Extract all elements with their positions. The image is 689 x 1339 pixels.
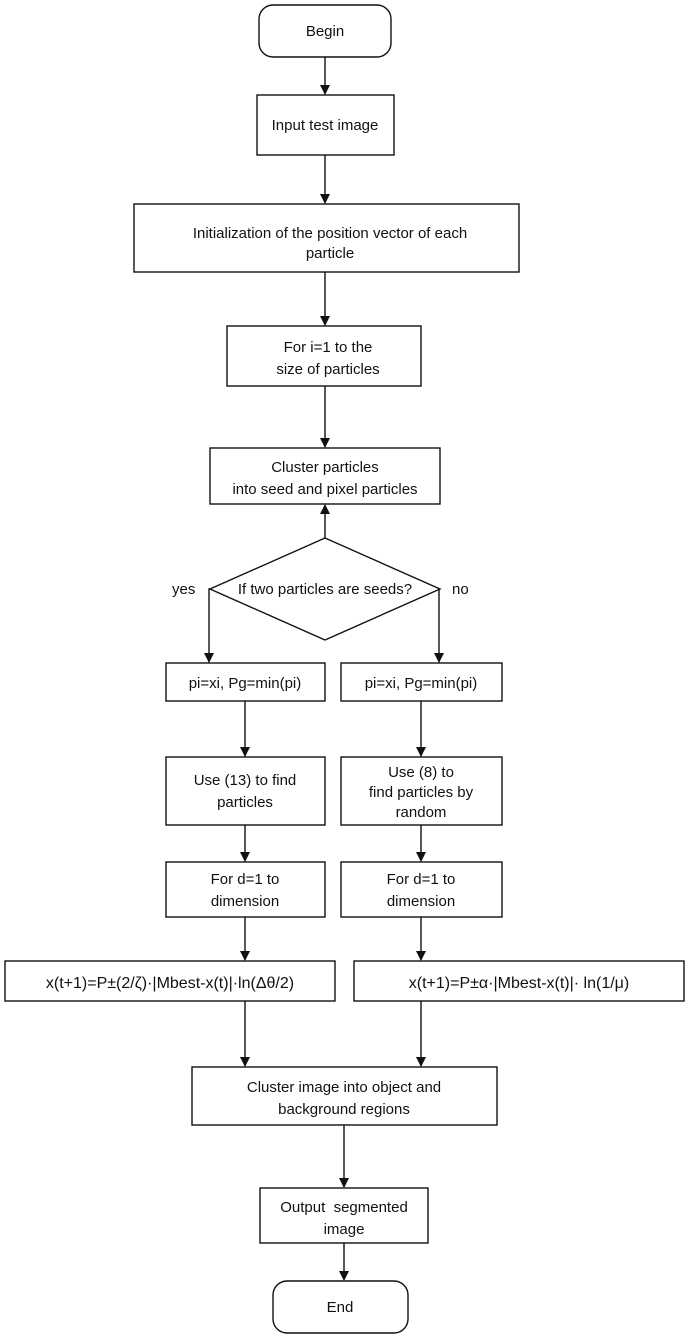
left-find-process	[165, 756, 326, 826]
right-assign-label: pi=xi, Pg=min(pi)	[365, 675, 478, 692]
right-find-process	[340, 756, 503, 826]
right-update-label: x(t+1)=P±α·|Mbest-x(t)|· ln(1/μ)	[409, 975, 629, 992]
decision-label: If two particles are seeds?	[238, 581, 412, 598]
regions-process	[191, 1066, 498, 1126]
right-dim-process	[340, 861, 503, 918]
arrow-yes-branch	[204, 588, 214, 663]
arrow-no-branch	[434, 588, 444, 663]
right-find-line1: Use (8) to	[388, 764, 454, 781]
left-dim-line2: dimension	[211, 893, 279, 910]
output-process	[259, 1187, 429, 1244]
left-assign-label: pi=xi, Pg=min(pi)	[189, 675, 302, 692]
init-label-line2: particle	[306, 245, 354, 262]
decision-diamond	[208, 537, 442, 641]
input-process	[256, 94, 395, 156]
cluster-process	[209, 447, 441, 505]
right-dim-line2: dimension	[387, 893, 455, 910]
no-label: no	[452, 581, 469, 598]
left-update-label: x(t+1)=P±(2/ζ)·|Mbest-x(t)|·ln(Δθ/2)	[46, 975, 294, 992]
left-find-line2: particles	[217, 794, 273, 811]
left-dim-line1: For d=1 to	[211, 871, 280, 888]
regions-line1: Cluster image into object and	[247, 1079, 441, 1096]
left-update-process	[4, 960, 336, 1002]
yes-label: yes	[172, 581, 195, 598]
right-assign-process	[340, 662, 503, 702]
left-find-line1: Use (13) to find	[194, 772, 297, 789]
regions-line2: background regions	[278, 1101, 410, 1118]
cluster-label-line1: Cluster particles	[271, 459, 379, 476]
loop-process	[226, 325, 422, 387]
left-assign-process	[165, 662, 326, 702]
left-dim-process	[165, 861, 326, 918]
loop-label-line1: For i=1 to the	[284, 339, 373, 356]
right-find-line3: random	[396, 804, 447, 821]
end-terminal	[272, 1280, 409, 1334]
end-label: End	[327, 1299, 354, 1316]
output-line2: image	[324, 1221, 365, 1238]
begin-label: Begin	[306, 23, 344, 40]
output-line1: Output segmented	[280, 1199, 408, 1216]
init-process	[133, 203, 520, 273]
cluster-label-line2: into seed and pixel particles	[232, 481, 417, 498]
input-label: Input test image	[272, 117, 379, 134]
right-update-process	[353, 960, 685, 1002]
right-find-line2: find particles by	[369, 784, 474, 801]
loop-label-line2: size of particles	[276, 361, 379, 378]
right-dim-line1: For d=1 to	[387, 871, 456, 888]
init-label-line1: Initialization of the position vector of…	[193, 225, 467, 242]
